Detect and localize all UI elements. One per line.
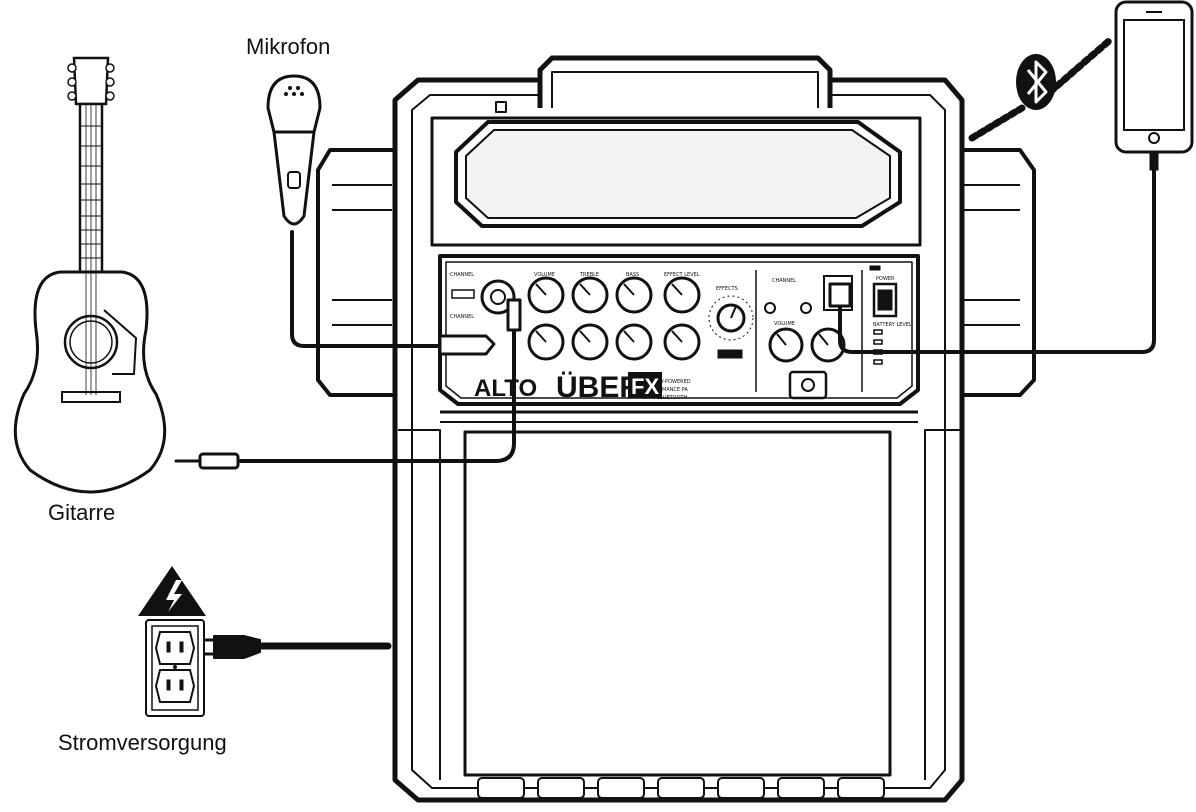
channel-1-label: CHANNEL [450,272,474,278]
master-volume-knob[interactable] [768,327,804,363]
treble-header: TREBLE [579,272,599,278]
bluetooth-link [968,36,1114,142]
line-out-jack[interactable] [788,370,828,400]
jack-plug [198,452,240,470]
microphone-cable [290,230,442,348]
effects-selector-knob[interactable] [708,295,754,341]
microphone-icon [266,74,322,226]
knob[interactable] [615,323,653,361]
effect-level-header: EFFECT LEVEL [664,272,700,278]
knob[interactable] [663,323,701,361]
usb-cable [838,168,1156,354]
xlr-plug [438,334,496,356]
power-plug-icon [213,635,261,659]
usb-plug [828,282,852,308]
knob[interactable] [527,276,565,314]
volume-label: VOLUME [774,321,795,327]
channel-right-label: CHANNEL [772,278,796,284]
combo-input-jack-icon [480,279,516,315]
bluetooth-icon [1016,54,1056,110]
model-name: ÜBER [556,371,641,404]
effects-button[interactable] [717,349,743,359]
cables [174,36,1156,659]
guitar-cable [234,310,516,463]
power-label: Stromversorgung [58,730,227,755]
battery-label: BATTERY LEVEL [873,322,912,328]
bass-header: BASS [626,272,639,278]
high-voltage-warning-icon [138,566,206,616]
knob[interactable] [810,327,846,363]
tagline-2: PERFORMANCE PA [642,387,688,393]
channel-2-label: CHANNEL [450,314,474,320]
mic-line-switch[interactable] [451,289,475,299]
tagline-3: WITH BLUETOOTH [642,395,688,401]
knob[interactable] [663,276,701,314]
knob[interactable] [527,323,565,361]
effects-label: EFFECTS [716,286,738,292]
speaker [316,55,1036,803]
brand-logo: ALTO ÜBER FX [474,371,662,404]
panel-labels: CHANNEL CHANNEL VOLUME TREBLE BASS EFFEC… [450,272,912,408]
line-out-label: LINE OUT [796,402,820,408]
knob[interactable] [571,323,609,361]
knob[interactable] [571,276,609,314]
guitar-label: Gitarre [48,500,116,525]
knob[interactable] [615,276,653,314]
microphone-label: Mikrofon [246,34,331,59]
control-panel [451,265,898,400]
model-badge: FX [631,374,659,399]
guitar-icon [13,56,167,494]
brand-alto: ALTO [474,375,537,402]
tagline-1: BATTERY-POWERED [642,379,691,385]
power-outlet-icon [145,619,205,717]
volume-header: VOLUME [534,272,555,278]
power-switch[interactable] [872,282,898,318]
smartphone-icon [1114,0,1194,171]
power-label: POWER [876,276,895,282]
